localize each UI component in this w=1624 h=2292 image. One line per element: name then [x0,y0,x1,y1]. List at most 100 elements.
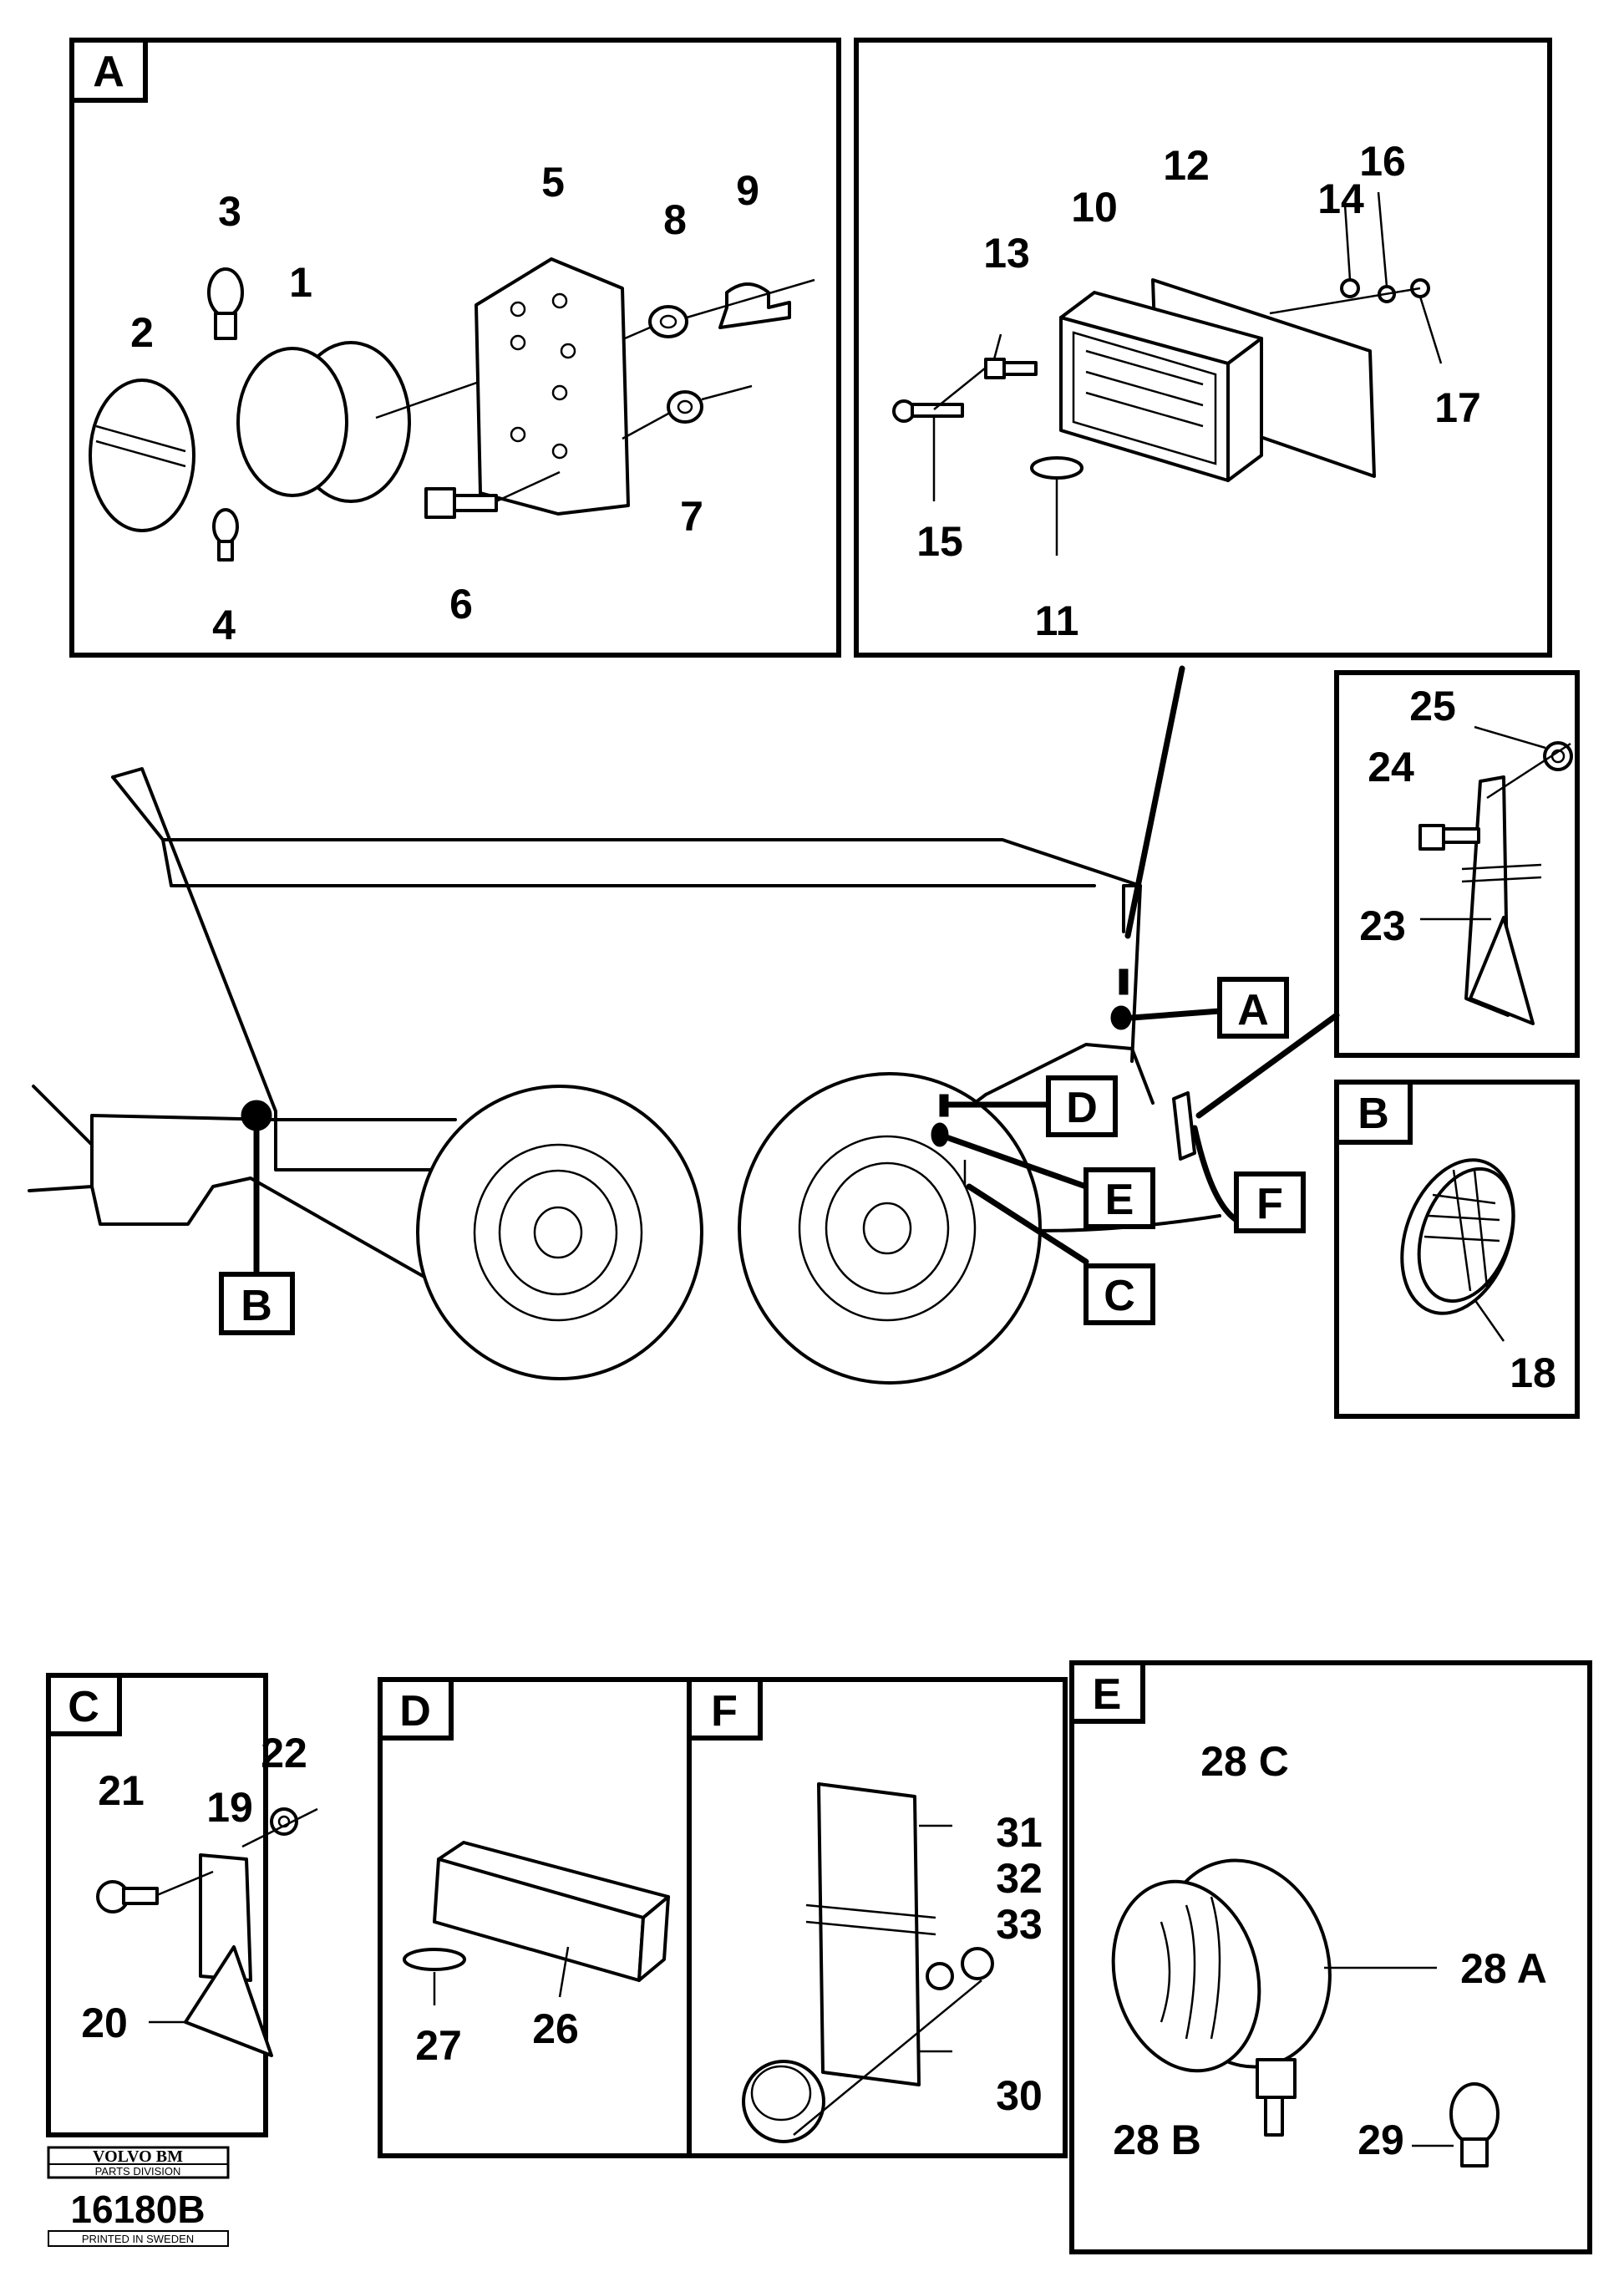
lens-part-2 [89,379,195,532]
bulb-part-3 [207,267,244,340]
panel-d: D [378,1677,692,2158]
washer-part-32 [926,1962,954,1990]
rear-wheel [416,1085,703,1380]
panel-b-badge [1334,1080,1413,1145]
panel-warning-plate [1334,670,1580,1058]
clip-part-9 [686,278,815,329]
panel-f-frame [687,1677,1068,2158]
panel-a-lamp-frame [854,38,1552,658]
svg-text:A: A [1237,986,1269,1034]
panel-c-letter: C [68,1683,99,1731]
part-label-28b: 28 B [1113,2117,1201,2163]
panel-d-letter: D [399,1687,431,1736]
bulb-part-29 [1449,2082,1500,2167]
panel-c-frame [46,1673,268,2137]
part-label-1: 1 [289,259,312,306]
panel-b-frame [1334,1080,1580,1419]
bulb-part-27 [403,1948,466,2005]
svg-text:D: D [1066,1084,1098,1132]
logo-ref: 16180B [70,2188,205,2231]
panel-a-letter: A [93,48,124,96]
panel-f-badge [687,1677,763,1741]
part-label-19: 19 [206,1784,253,1831]
part-label-12: 12 [1163,142,1210,189]
nut-part-33 [961,1947,994,1980]
volvo-bm-logo: VOLVO BM PARTS DIVISION 16180B PRINTED I… [47,2146,230,2247]
part-label-31: 31 [996,1809,1043,1856]
part-label-22: 22 [261,1730,307,1776]
part-label-18: 18 [1510,1349,1556,1396]
callout-b: B [219,1272,295,1335]
part-number-labels: 1 2 3 4 5 6 7 8 9 10 11 12 13 14 15 16 1… [81,138,1556,2163]
panel-e-frame [1069,1660,1592,2254]
part-label-25: 25 [1409,683,1456,729]
part-label-15: 15 [916,518,963,565]
svg-text:F: F [1256,1180,1283,1228]
part-label-28a: 28 A [1460,1945,1547,1992]
part-label-24: 24 [1368,744,1414,790]
part-label-6: 6 [449,581,473,628]
marker-a [1110,1005,1132,1030]
part-label-3: 3 [218,188,241,235]
part-label-20: 20 [81,2000,128,2046]
panel-a-lamp [854,38,1552,658]
part-label-21: 21 [98,1767,145,1814]
work-lamp-part-28 [1111,1858,1332,2137]
side-lamp-part-10 [1059,291,1263,482]
part-label-9: 9 [736,167,759,214]
svg-text:E: E [1105,1176,1134,1224]
part-label-4: 4 [212,602,236,648]
part-label-14: 14 [1317,175,1364,222]
panel-a-frame [69,38,841,658]
panel-f: F [687,1677,1068,2158]
part-label-2: 2 [130,309,154,356]
panel-b-letter: B [1358,1090,1389,1138]
front-wheel [738,1072,1042,1385]
panel-c-badge [46,1673,122,1736]
callout-d: D [1046,1075,1118,1137]
marker-a-top [1119,968,1129,995]
part-label-5: 5 [541,159,565,206]
marker-f [1172,1091,1196,1161]
callout-c: C [1084,1263,1155,1325]
leader-lines [253,665,1340,1278]
triangle-part-23 [1469,916,1535,1025]
part-label-27: 27 [415,2022,462,2069]
part-label-28c: 28 C [1200,1738,1289,1785]
logo-brand: VOLVO BM [93,2147,183,2166]
logo-division: PARTS DIVISION [95,2165,181,2178]
bulb-part-11 [1030,456,1084,556]
housing-part-1 [236,341,569,503]
callout-f: F [1234,1171,1306,1233]
part-label-26: 26 [532,2005,579,2052]
panel-c: C [46,1673,318,2137]
part-label-29: 29 [1358,2117,1404,2163]
plate-part-31 [817,1782,921,2086]
panel-e: E [1069,1660,1592,2254]
part-label-10: 10 [1071,184,1118,231]
nut-part-7 [622,384,753,440]
side-lamp-part-26 [433,1841,670,1998]
part-label-17: 17 [1434,384,1481,431]
callout-a: A [1217,977,1289,1039]
part-label-13: 13 [983,230,1030,277]
screw-part-13 [984,333,1038,379]
washer-part-8 [624,305,688,340]
marker-e [931,1122,949,1147]
screw-part-24 [1418,824,1480,851]
reflector-part-18 [1400,1158,1515,1315]
part-label-23: 23 [1359,902,1406,949]
panel-d-badge [378,1677,454,1741]
plate-part-19 [199,1853,252,1982]
screw-part-21 [96,1880,159,1913]
panel-a: A [69,38,841,658]
bulb-part-4 [212,508,239,562]
panel-f-letter: F [711,1687,738,1736]
panel-b: B [1334,1080,1580,1419]
reflector-part-30 [742,2060,825,2143]
part-label-16: 16 [1359,138,1406,185]
part-label-33: 33 [996,1901,1043,1948]
part-label-30: 30 [996,2072,1043,2119]
panel-a-badge [69,38,148,103]
